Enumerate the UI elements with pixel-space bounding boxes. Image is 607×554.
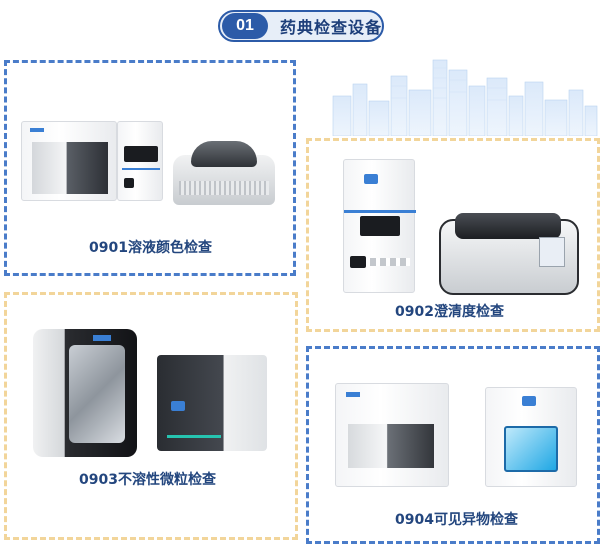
- instrument-photo: [343, 159, 416, 293]
- section-number-badge: 01: [222, 13, 268, 39]
- panel-caption: 0902澄清度检查: [395, 304, 504, 320]
- instrument-photo: [117, 121, 163, 201]
- panel-0903: 0903不溶性微粒检查: [4, 292, 298, 540]
- section-header: 01 药典检查设备: [218, 10, 384, 42]
- section-title: 药典检查设备: [280, 18, 383, 37]
- instrument-photo: [439, 213, 579, 295]
- instrument-photo: [485, 387, 577, 487]
- panel-caption: 0903不溶性微粒检查: [79, 472, 216, 488]
- panel-caption: 0901溶液颜色检查: [89, 240, 212, 256]
- panel-caption: 0904可见异物检查: [395, 512, 518, 528]
- instrument-photo: [21, 121, 117, 201]
- instrument-photo: [157, 355, 267, 451]
- panel-0902: 0902澄清度检查: [306, 138, 600, 332]
- instrument-photo: [173, 141, 275, 205]
- instrument-photo: [335, 383, 449, 487]
- city-skyline-illustration: [332, 59, 598, 136]
- panel-0904: 0904可见异物检查: [306, 346, 600, 544]
- panel-0901: 0901溶液颜色检查: [4, 60, 296, 276]
- instrument-photo: [33, 329, 137, 457]
